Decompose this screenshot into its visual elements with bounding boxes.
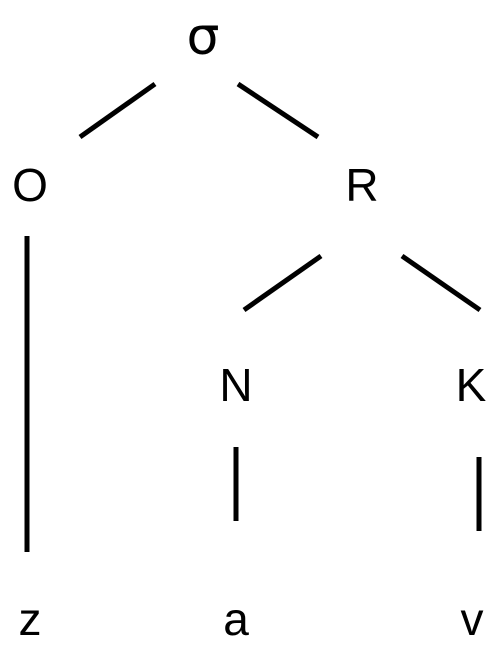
node-syllable-root: σ [187, 7, 220, 67]
node-coda: K [456, 359, 487, 411]
node-nucleus: N [219, 359, 252, 411]
branch-root-onset [78, 81, 157, 140]
node-onset: O [12, 159, 48, 211]
branch-rhyme-nucleus [242, 253, 323, 313]
segment-nucleus: a [223, 593, 249, 645]
node-rhyme: R [345, 159, 378, 211]
branch-root-rhyme [236, 81, 320, 140]
segment-onset: z [19, 593, 42, 645]
segment-coda: v [461, 593, 484, 645]
branch-rhyme-coda [400, 253, 482, 313]
